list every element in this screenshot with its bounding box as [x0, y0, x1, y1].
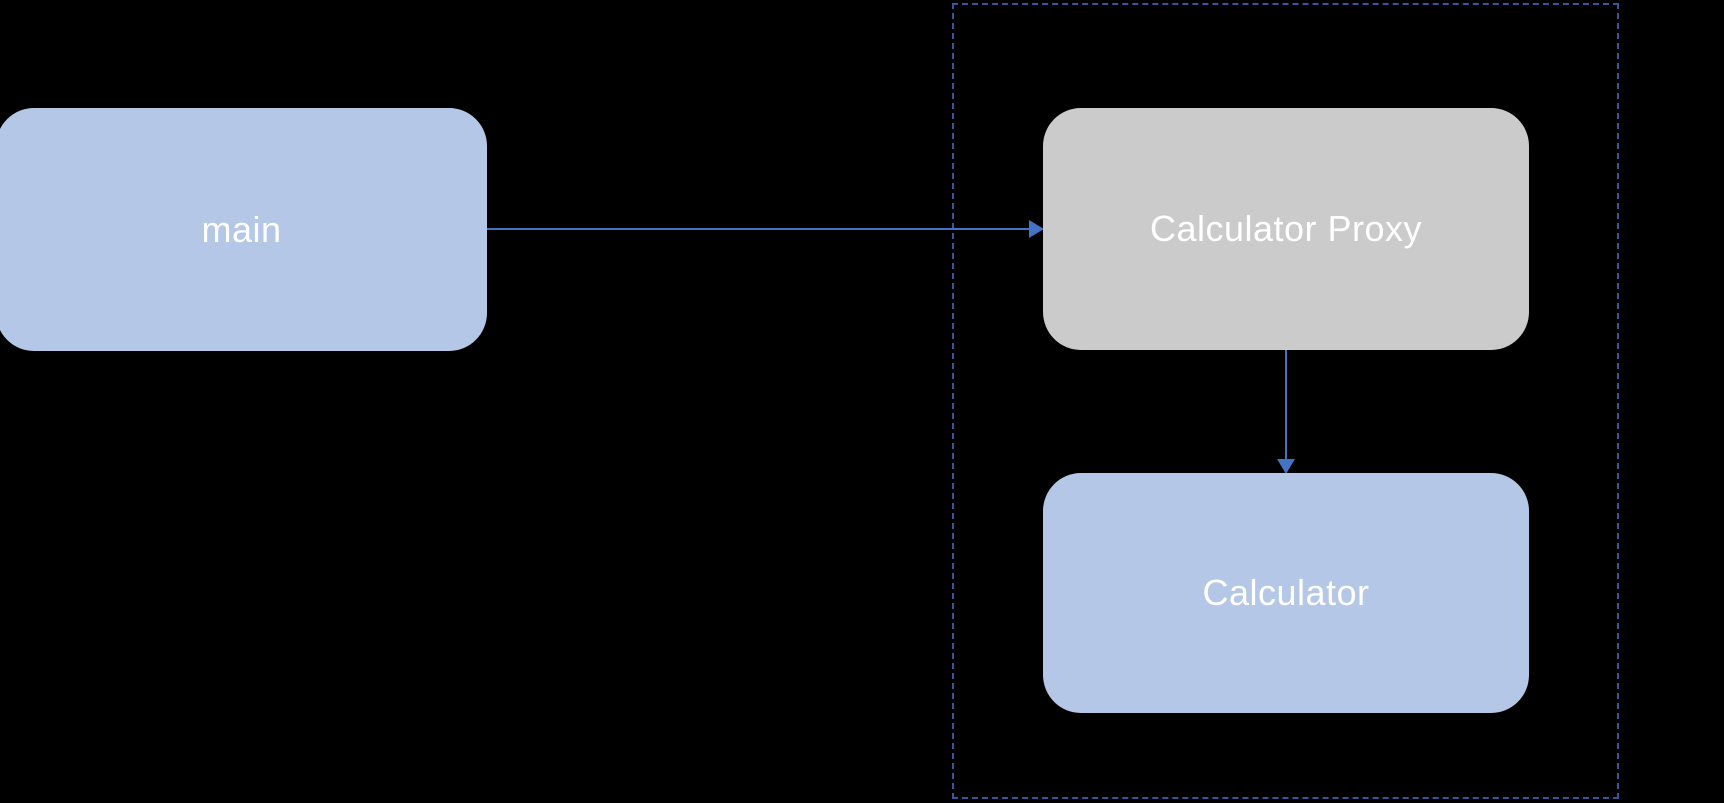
node-calculator-proxy: Calculator Proxy — [1043, 108, 1529, 350]
arrowhead-right-icon — [1029, 220, 1044, 238]
dashed-boundary-box — [952, 3, 1619, 799]
node-calculator-proxy-label: Calculator Proxy — [1149, 208, 1423, 249]
edge-proxy-to-calculator-line — [1285, 350, 1287, 459]
node-main-label: main — [201, 208, 282, 250]
edge-main-to-proxy-line — [486, 228, 1029, 230]
node-main: main — [0, 108, 487, 351]
arrowhead-down-icon — [1277, 459, 1295, 474]
node-calculator: Calculator — [1043, 473, 1529, 713]
node-calculator-label: Calculator — [1202, 572, 1370, 613]
